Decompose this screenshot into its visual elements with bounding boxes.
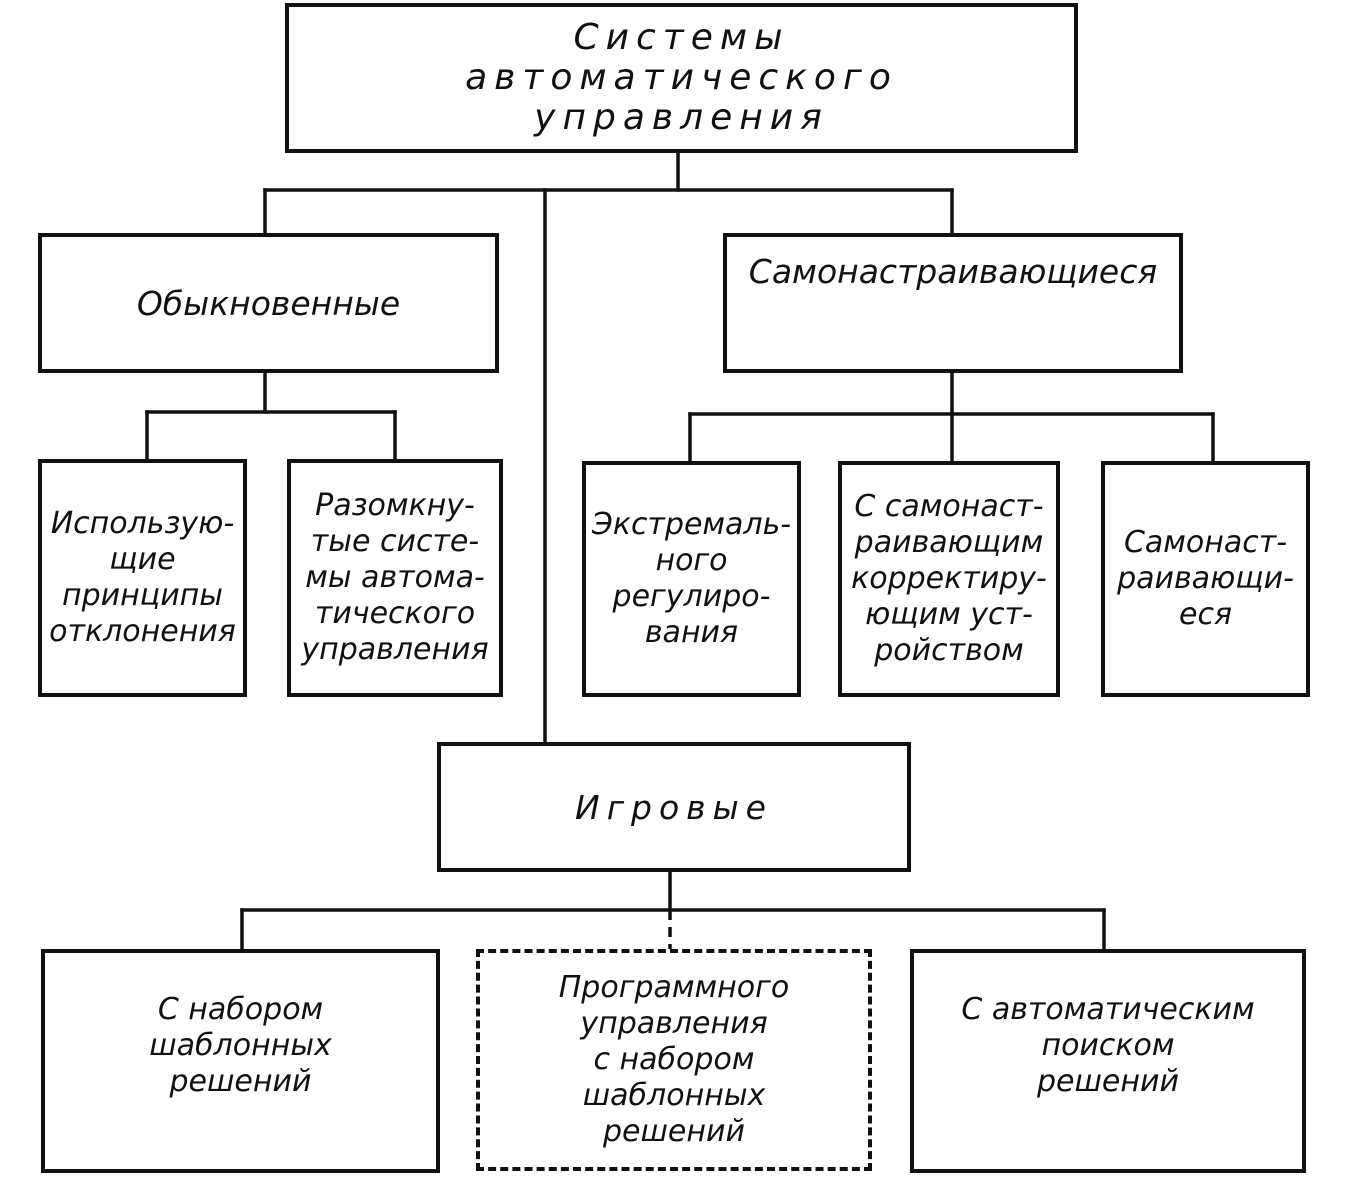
self-tuning-child-corrector: С самонаст- раивающим корректиру- ющим у…: [838, 461, 1060, 697]
game-child-templates-line-3: решений: [169, 1064, 312, 1099]
self-tuning-child-corrector-line-4: ющим уст-: [865, 597, 1033, 632]
self-tuning-child-extremal: Экстремаль- ного регулиро- вания: [582, 461, 801, 697]
game-node-label: Игровые: [575, 787, 773, 827]
root-node-line-2: автоматического: [465, 57, 898, 98]
ordinary-child-deviation-line-3: принципы: [62, 578, 223, 613]
ordinary-child-deviation: Использую- щие принципы отклонения: [38, 459, 247, 697]
game-child-program-control-line-4: шаблонных: [582, 1078, 766, 1113]
self-tuning-child-extremal-line-3: регулиро-: [612, 579, 771, 614]
self-tuning-child-extremal-line-4: вания: [644, 615, 739, 650]
ordinary-child-open-loop-line-5: управления: [301, 632, 489, 667]
self-tuning-child-self-tuning-line-2: раивающи-: [1117, 561, 1294, 596]
ordinary-child-open-loop-line-4: тического: [314, 596, 476, 631]
self-tuning-child-corrector-line-3: корректиру-: [851, 561, 1047, 596]
game-child-auto-search-line-3: решений: [1036, 1064, 1180, 1099]
game-child-auto-search-line-2: поиском: [1041, 1028, 1175, 1063]
root-node: Системы автоматического управления: [285, 3, 1078, 153]
root-node-line-1: Системы: [573, 17, 790, 58]
game-child-auto-search-line-1: С автоматическим: [961, 992, 1255, 1027]
game-child-auto-search: С автоматическим поиском решений: [910, 949, 1306, 1173]
self-tuning-node-label: Самонастраивающиеся: [748, 252, 1158, 291]
game-child-program-control-line-1: Программного: [558, 970, 790, 1005]
ordinary-child-open-loop-line-2: тые систе-: [310, 524, 480, 559]
self-tuning-child-extremal-line-2: ного: [655, 543, 728, 578]
self-tuning-child-extremal-line-1: Экстремаль-: [591, 507, 792, 542]
self-tuning-child-corrector-line-1: С самонаст-: [854, 489, 1044, 524]
ordinary-node-label: Обыкновенные: [136, 283, 401, 323]
root-node-line-3: управления: [534, 97, 829, 138]
self-tuning-child-self-tuning-line-1: Самонаст-: [1123, 525, 1288, 560]
self-tuning-child-corrector-line-5: ройством: [874, 633, 1024, 668]
ordinary-child-open-loop-line-1: Разомкну-: [315, 488, 475, 523]
self-tuning-child-corrector-line-2: раивающим: [854, 525, 1044, 560]
game-child-templates: С набором шаблонных решений: [41, 949, 440, 1173]
ordinary-node: Обыкновенные: [38, 233, 499, 373]
self-tuning-node: Самонастраивающиеся: [723, 233, 1183, 373]
ordinary-child-open-loop-line-3: мы автома-: [305, 560, 485, 595]
game-child-program-control-line-5: решений: [602, 1114, 746, 1149]
self-tuning-child-self-tuning-line-3: еся: [1179, 597, 1232, 632]
game-child-templates-line-1: С набором: [157, 992, 324, 1027]
game-child-templates-line-2: шаблонных: [149, 1028, 332, 1063]
self-tuning-child-self-tuning: Самонаст- раивающи- еся: [1101, 461, 1310, 697]
ordinary-child-deviation-line-2: щие: [109, 542, 176, 577]
game-node: Игровые: [437, 742, 911, 872]
ordinary-child-open-loop: Разомкну- тые систе- мы автома- тическог…: [287, 459, 503, 697]
game-child-program-control-line-2: управления: [580, 1006, 768, 1041]
game-child-program-control: Программного управления с набором шаблон…: [476, 949, 872, 1171]
ordinary-child-deviation-line-1: Использую-: [50, 506, 235, 541]
game-child-program-control-line-3: с набором: [593, 1042, 755, 1077]
ordinary-child-deviation-line-4: отклонения: [49, 614, 236, 649]
